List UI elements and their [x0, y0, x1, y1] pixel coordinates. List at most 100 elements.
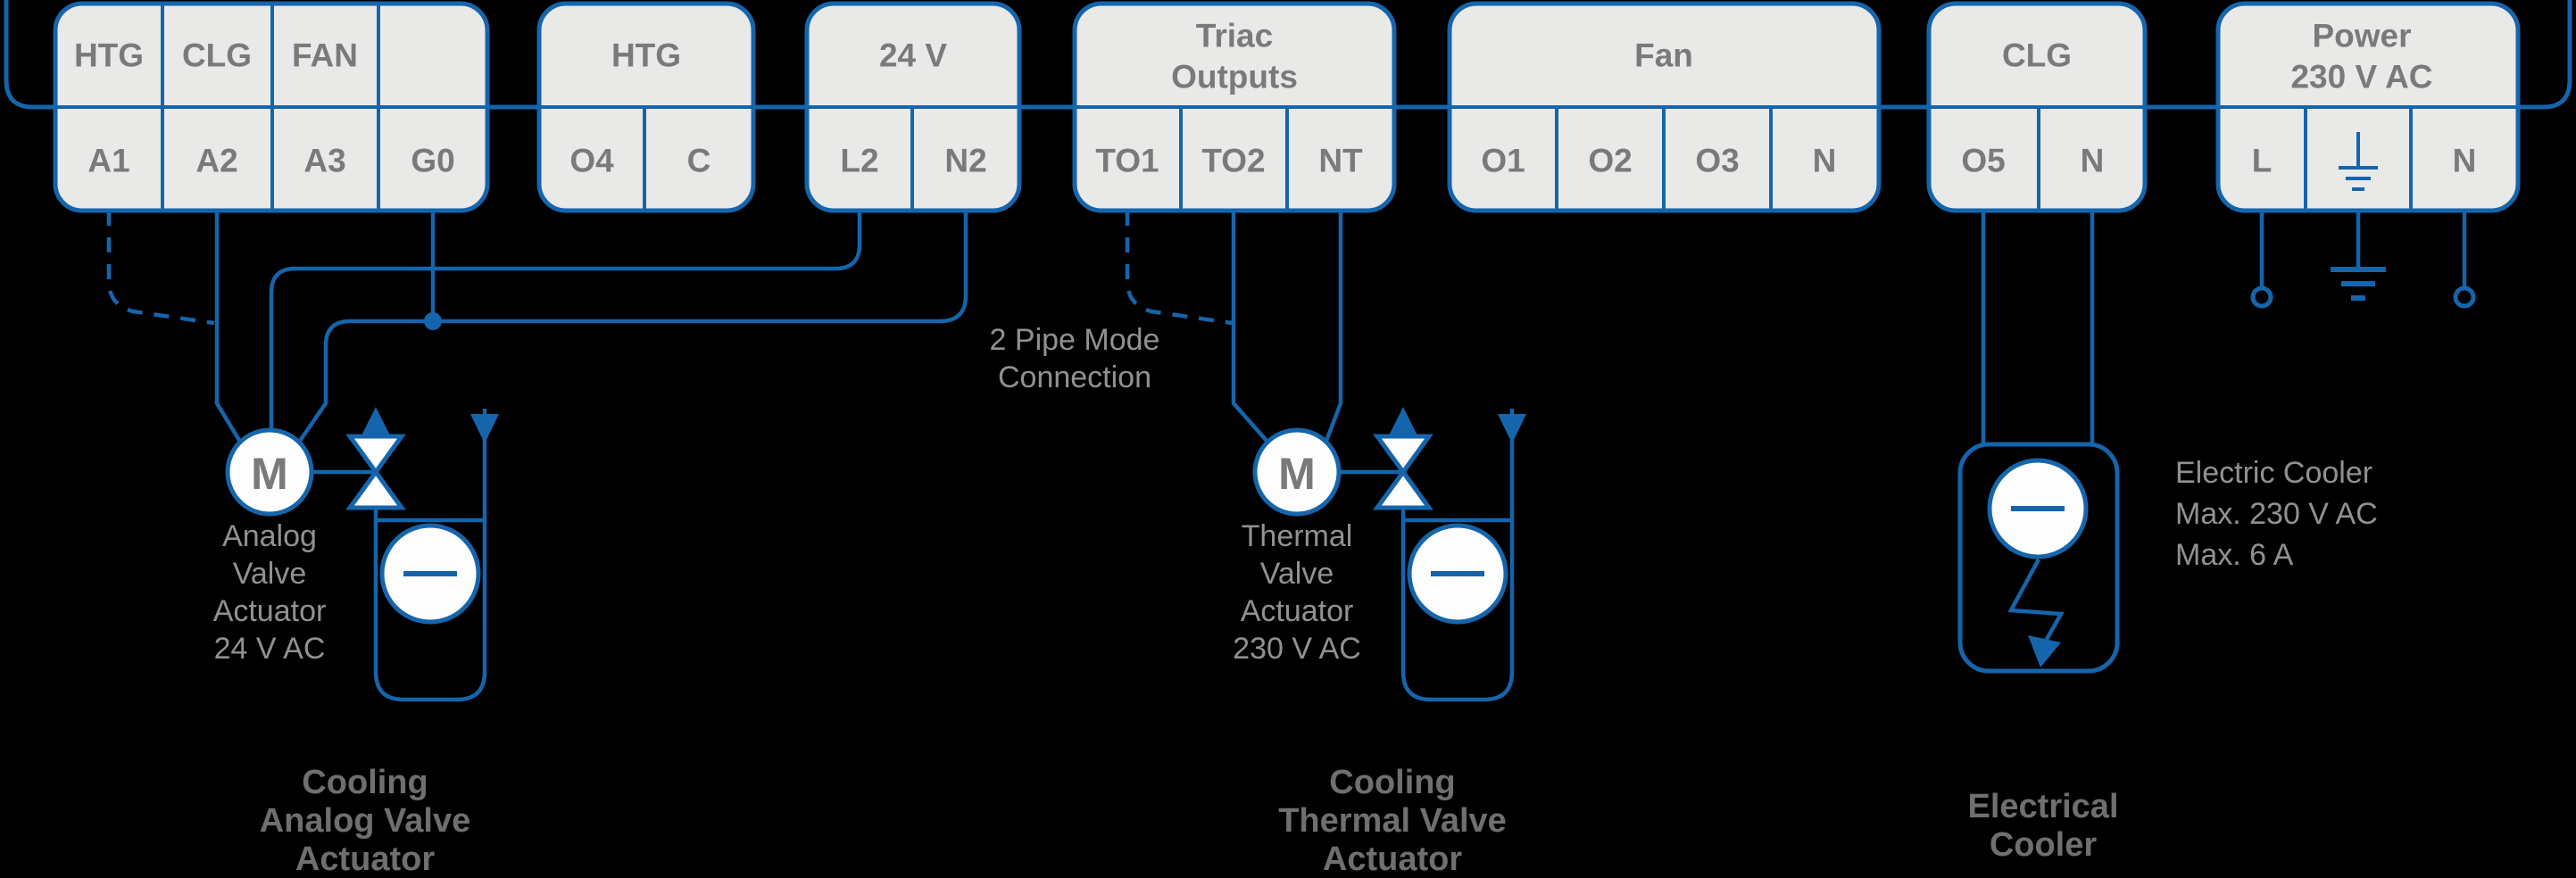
- valve-upper-triangle: [345, 434, 406, 476]
- block-divider: [1450, 105, 1879, 211]
- actuator-note-line: 230 V AC: [1233, 632, 1361, 666]
- block-header: Outputs: [1171, 59, 1298, 95]
- block-header: 230 V AC: [2290, 59, 2432, 95]
- caption-line: Actuator: [1323, 841, 1462, 878]
- terminal-block-htg: HTG O4 C: [536, 1, 756, 213]
- block-divider: [539, 105, 753, 211]
- motor-label: M: [1278, 449, 1316, 499]
- block-divider: [1929, 105, 2145, 211]
- caption-line: Analog Valve: [260, 802, 471, 840]
- caption-line: Cooling: [302, 764, 428, 801]
- block-header: 24 V: [879, 37, 947, 74]
- terminal-label: O5: [1961, 143, 2005, 179]
- earth-ground-icon: [2331, 211, 2386, 301]
- wire-a1-dashed: [106, 211, 215, 326]
- block-header: Power: [2312, 18, 2411, 54]
- flow-arrow-down-icon: [1498, 414, 1526, 443]
- caption-line: Cooling: [1329, 764, 1455, 801]
- open-circle-terminal-icon: [2453, 286, 2476, 309]
- wire-to2: [1231, 211, 1269, 443]
- terminal-label: O2: [1588, 143, 1632, 179]
- pipe-loop: [373, 409, 487, 702]
- junction-dot: [424, 312, 442, 330]
- terminal-block-clg: CLG O5 N: [1926, 1, 2148, 213]
- caption-cooling-thermal: Cooling Thermal Valve Actuator: [1278, 764, 1507, 878]
- wire-a2: [214, 211, 242, 443]
- block-header: CLG: [182, 37, 252, 74]
- terminal-label: A3: [303, 143, 345, 179]
- block-header: Triac: [1196, 18, 1273, 54]
- terminal-block-fan: Fan O1 O2 O3 N: [1447, 1, 1882, 213]
- actuator-note-line: Valve: [1260, 557, 1334, 591]
- wire-n2-to-motor: [298, 211, 968, 443]
- terminal-block-analog-outputs: HTG CLG FAN A1 A2 A3 G0: [53, 1, 490, 213]
- wiring-electrical-cooler: Electric Cooler Max. 230 V AC Max. 6 A: [1957, 211, 2378, 674]
- caption-line: Actuator: [295, 841, 435, 878]
- wire-nt: [1324, 211, 1343, 442]
- terminal-label: O3: [1695, 143, 1739, 179]
- terminal-label: L2: [840, 143, 878, 179]
- pipe-loop: [1400, 409, 1515, 702]
- cooler-note-line: Max. 230 V AC: [2175, 497, 2378, 531]
- cooler-note-line: Electric Cooler: [2175, 456, 2372, 490]
- lightning-arrowhead: [2028, 635, 2061, 667]
- actuator-note-line: Thermal: [1242, 519, 1353, 553]
- wire-to1-dashed: [1125, 211, 1233, 326]
- flow-arrow-down-icon: [470, 414, 499, 443]
- caption-line: Thermal Valve: [1278, 802, 1507, 840]
- terminal-label: N: [1813, 143, 1837, 179]
- caption-line: Electrical: [1968, 788, 2119, 825]
- wiring-analog-actuator: M Analog Valve Actuator 24 V AC: [106, 211, 968, 702]
- flow-arrow-up-icon: [361, 407, 391, 437]
- block-header: FAN: [292, 37, 358, 74]
- terminal-label: TO1: [1095, 143, 1159, 179]
- terminal-label: N: [2081, 143, 2105, 179]
- terminal-label: NT: [1318, 143, 1363, 179]
- caption-cooling-analog: Cooling Analog Valve Actuator: [260, 764, 471, 878]
- two-pipe-mode-note: 2 Pipe Mode Connection: [990, 323, 1160, 394]
- terminal-label: L: [2252, 143, 2273, 179]
- actuator-note-line: 24 V AC: [214, 632, 326, 666]
- flow-arrow-up-icon: [1388, 407, 1418, 437]
- block-header: HTG: [611, 37, 681, 74]
- caption-electrical-cooler: Electrical Cooler: [1968, 788, 2119, 864]
- actuator-note-line: Valve: [233, 557, 307, 591]
- block-divider: [807, 105, 1019, 211]
- wiring-thermal-actuator: M Thermal Valve Actuator 230 V AC: [1125, 211, 1526, 702]
- terminal-block-24v: 24 V L2 N2: [804, 1, 1022, 213]
- terminal-label: N2: [944, 143, 986, 179]
- block-divider: [55, 4, 487, 211]
- terminal-label: N: [2453, 143, 2477, 179]
- open-circle-terminal-icon: [2250, 286, 2273, 309]
- actuator-note-line: Actuator: [1241, 594, 1354, 628]
- caption-line: Cooler: [1990, 826, 2098, 864]
- block-divider: [1075, 105, 1394, 211]
- block-header: HTG: [74, 37, 144, 74]
- actuator-note-line: Actuator: [213, 594, 327, 628]
- earth-ground-cell-icon-shape: [2339, 132, 2378, 191]
- terminal-label: TO2: [1201, 143, 1265, 179]
- terminal-label: A2: [195, 143, 237, 179]
- lightning-arrow-icon: [2007, 558, 2065, 667]
- terminal-label: G0: [411, 143, 454, 179]
- valve-lower-triangle: [345, 468, 406, 510]
- earth-ground-cell-icon: [2339, 132, 2378, 191]
- note-line: 2 Pipe Mode: [990, 323, 1160, 357]
- terminal-label: O4: [569, 143, 614, 179]
- cooler-note-line: Max. 6 A: [2175, 538, 2294, 572]
- block-divider: [2218, 105, 2518, 211]
- valve-lower-triangle: [1373, 468, 1433, 510]
- note-line: Connection: [998, 360, 1151, 394]
- terminal-label: A1: [87, 143, 129, 179]
- valve-upper-triangle: [1373, 434, 1433, 476]
- wire-l2-to-motor: [269, 211, 862, 430]
- actuator-note-line: Analog: [222, 519, 317, 553]
- block-header: Fan: [1634, 37, 1693, 74]
- terminal-block-triac-outputs: Triac Outputs TO1 TO2 NT: [1072, 1, 1397, 213]
- earth-ground-bars: [2331, 267, 2386, 301]
- motor-label: M: [251, 449, 288, 499]
- cooler-box: [1957, 442, 2120, 674]
- terminal-label: O1: [1481, 143, 1525, 179]
